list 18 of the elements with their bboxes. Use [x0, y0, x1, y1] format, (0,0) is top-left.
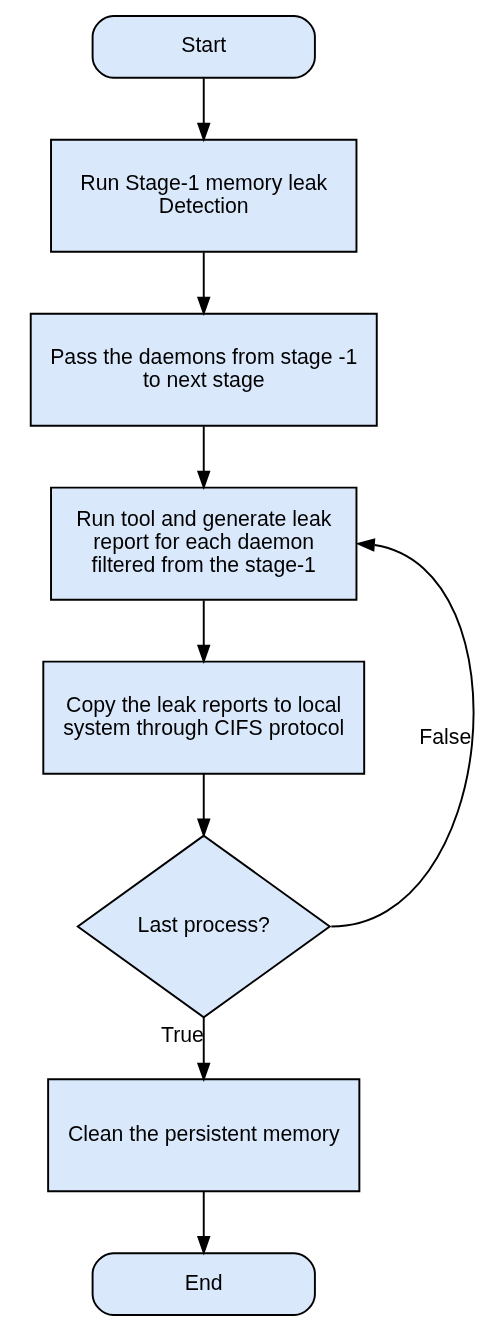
- arrow: [196, 599, 211, 664]
- arrow: [196, 773, 211, 838]
- arrow: [196, 425, 211, 491]
- arrow: [196, 77, 211, 143]
- arrow: [196, 1016, 210, 1083]
- node-diamond: Last process?: [75, 834, 331, 1019]
- node-box: Start: [91, 15, 316, 79]
- arrow: [196, 1191, 211, 1256]
- arrow: [196, 251, 211, 317]
- node-box: Run Stage-1 memory leak Detection: [49, 138, 357, 253]
- arrow: [329, 538, 474, 928]
- node-box: Copy the leak reports to local system through CIFS protocol: [41, 660, 365, 775]
- node-box: End: [91, 1252, 316, 1316]
- edge-label: True: [160, 1022, 204, 1047]
- node-box: Pass the daemons from stage -1 to next stage: [29, 312, 378, 427]
- node-box: Clean the persistent memory: [46, 1078, 360, 1193]
- node-box: Run tool and generate leak report for each daemon filtered from the stage-1: [49, 486, 357, 601]
- edge-label: False: [418, 724, 471, 749]
